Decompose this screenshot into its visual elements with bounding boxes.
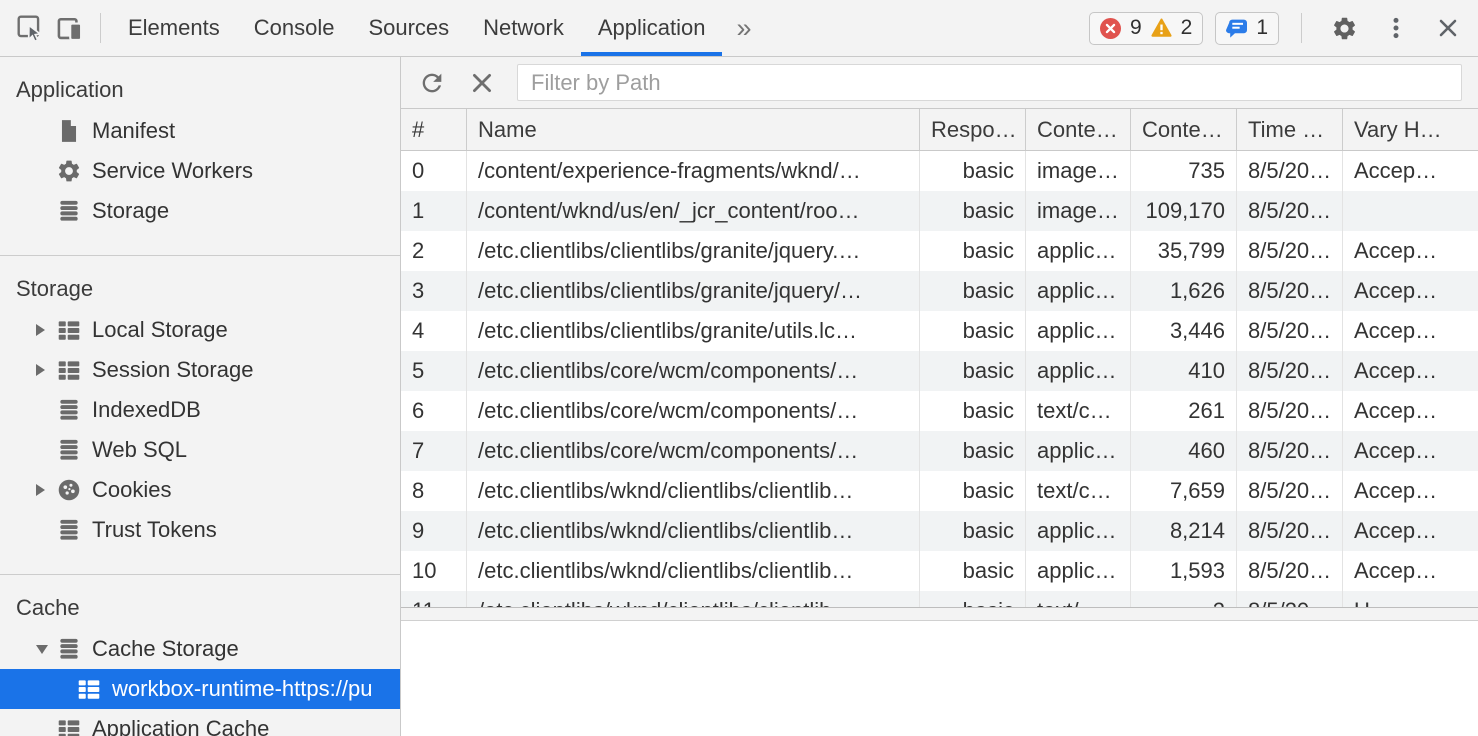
database-icon bbox=[56, 437, 82, 463]
filter-by-path-input[interactable] bbox=[517, 64, 1462, 101]
close-icon[interactable] bbox=[1428, 8, 1468, 48]
document-icon bbox=[56, 118, 82, 144]
database-icon bbox=[56, 517, 82, 543]
sidebar-item-cache-storage[interactable]: Cache Storage bbox=[0, 629, 400, 669]
sidebar-item-cookies[interactable]: Cookies bbox=[0, 470, 400, 510]
sidebar-item-label: workbox-runtime-https://pu bbox=[112, 676, 373, 701]
sidebar-item-label: Application Cache bbox=[92, 716, 270, 736]
message-icon bbox=[1226, 19, 1248, 38]
tab-application[interactable]: Application bbox=[580, 0, 723, 56]
warning-icon bbox=[1151, 18, 1172, 37]
chevron-right-icon[interactable] bbox=[36, 322, 56, 338]
sidebar-item-indexeddb[interactable]: IndexedDB bbox=[0, 390, 400, 430]
cache-entry-preview-pane bbox=[401, 621, 1478, 736]
col-header-name[interactable]: Name bbox=[467, 109, 920, 150]
table-icon bbox=[56, 716, 82, 736]
toolbar-divider bbox=[1301, 13, 1302, 43]
sidebar-item-service-workers[interactable]: Service Workers bbox=[0, 151, 400, 191]
table-row[interactable]: 5/etc.clientlibs/core/wcm/components/…ba… bbox=[401, 351, 1478, 391]
message-count: 1 bbox=[1256, 16, 1268, 39]
cache-filter-toolbar bbox=[401, 57, 1478, 109]
chevron-down-icon[interactable] bbox=[36, 641, 56, 657]
device-toolbar-icon[interactable] bbox=[50, 8, 90, 48]
table-row[interactable]: 11/etc.clientlibs/wknd/clientlibs/client… bbox=[401, 591, 1478, 607]
sidebar-section-storage: Storage Local Storage Session Storage bbox=[0, 255, 400, 574]
table-icon bbox=[76, 676, 102, 702]
error-icon bbox=[1099, 17, 1121, 39]
sidebar-section-cache: Cache Cache Storage workbox-runtime-http… bbox=[0, 574, 400, 736]
preview-splitter[interactable] bbox=[401, 607, 1478, 621]
sidebar-item-session-storage[interactable]: Session Storage bbox=[0, 350, 400, 390]
col-header-response-type[interactable]: Respo… bbox=[920, 109, 1026, 150]
col-header-content-length[interactable]: Conte… bbox=[1131, 109, 1237, 150]
more-tabs-icon[interactable]: » bbox=[736, 12, 752, 43]
table-row[interactable]: 10/etc.clientlibs/wknd/clientlibs/client… bbox=[401, 551, 1478, 591]
sidebar-item-web-sql[interactable]: Web SQL bbox=[0, 430, 400, 470]
table-row[interactable]: 2/etc.clientlibs/clientlibs/granite/jque… bbox=[401, 231, 1478, 271]
devtools-tabbar: Elements Console Sources Network Applica… bbox=[0, 0, 1478, 57]
cookie-icon bbox=[56, 477, 82, 503]
section-title: Storage bbox=[16, 276, 94, 301]
sidebar-item-label: Web SQL bbox=[92, 437, 187, 462]
table-row[interactable]: 3/etc.clientlibs/clientlibs/granite/jque… bbox=[401, 271, 1478, 311]
console-messages-badge[interactable]: 1 bbox=[1215, 11, 1279, 45]
chevron-right-icon[interactable] bbox=[36, 482, 56, 498]
sidebar-item-trust-tokens[interactable]: Trust Tokens bbox=[0, 510, 400, 550]
clear-icon[interactable] bbox=[467, 68, 497, 98]
database-icon bbox=[56, 636, 82, 662]
warning-count: 2 bbox=[1180, 16, 1193, 39]
console-issues-badge[interactable]: 9 2 bbox=[1088, 11, 1204, 45]
sidebar-item-label: Cache Storage bbox=[92, 636, 239, 661]
database-icon bbox=[56, 198, 82, 224]
table-row[interactable]: 4/etc.clientlibs/clientlibs/granite/util… bbox=[401, 311, 1478, 351]
col-header-content-type[interactable]: Conte… bbox=[1026, 109, 1131, 150]
table-row[interactable]: 1/content/wknd/us/en/_jcr_content/roo…ba… bbox=[401, 191, 1478, 231]
sidebar-item-workbox-runtime-cache[interactable]: workbox-runtime-https://pu bbox=[0, 669, 400, 709]
cache-table-body: 0/content/experience-fragments/wknd/…bas… bbox=[401, 151, 1478, 607]
error-count: 9 bbox=[1129, 16, 1142, 39]
sidebar-item-label: IndexedDB bbox=[92, 397, 201, 422]
cache-table-header: # Name Respo… Conte… Conte… Time … Vary … bbox=[401, 109, 1478, 151]
table-icon bbox=[56, 357, 82, 383]
sidebar-item-label: Storage bbox=[92, 198, 170, 223]
sidebar-item-label: Trust Tokens bbox=[92, 517, 217, 542]
inspect-cursor-icon[interactable] bbox=[10, 8, 50, 48]
chevron-right-icon[interactable] bbox=[36, 362, 56, 378]
section-title: Cache bbox=[16, 595, 80, 620]
sidebar-item-application-cache[interactable]: Application Cache bbox=[0, 709, 400, 736]
gear-icon bbox=[56, 158, 82, 184]
kebab-menu-icon[interactable] bbox=[1376, 8, 1416, 48]
sidebar-item-label: Session Storage bbox=[92, 357, 254, 382]
tab-sources[interactable]: Sources bbox=[368, 15, 450, 40]
tab-elements[interactable]: Elements bbox=[128, 15, 220, 40]
sidebar-item-storage[interactable]: Storage bbox=[0, 191, 400, 231]
sidebar-item-label: Service Workers bbox=[92, 158, 253, 183]
sidebar-item-local-storage[interactable]: Local Storage bbox=[0, 310, 400, 350]
sidebar-item-label: Local Storage bbox=[92, 317, 228, 342]
table-row[interactable]: 7/etc.clientlibs/core/wcm/components/…ba… bbox=[401, 431, 1478, 471]
table-row[interactable]: 9/etc.clientlibs/wknd/clientlibs/clientl… bbox=[401, 511, 1478, 551]
table-row[interactable]: 0/content/experience-fragments/wknd/…bas… bbox=[401, 151, 1478, 191]
sidebar-section-application: Application Manifest Service Workers bbox=[0, 57, 400, 255]
tab-network[interactable]: Network bbox=[483, 15, 564, 40]
toolbar-divider bbox=[100, 13, 101, 43]
table-row[interactable]: 8/etc.clientlibs/wknd/clientlibs/clientl… bbox=[401, 471, 1478, 511]
refresh-icon[interactable] bbox=[417, 68, 447, 98]
sidebar-item-label: Cookies bbox=[92, 477, 172, 502]
table-row[interactable]: 6/etc.clientlibs/core/wcm/components/…ba… bbox=[401, 391, 1478, 431]
gear-icon[interactable] bbox=[1324, 8, 1364, 48]
application-sidebar: Application Manifest Service Workers bbox=[0, 57, 401, 736]
tab-console[interactable]: Console bbox=[253, 15, 335, 40]
col-header-time-cached[interactable]: Time … bbox=[1237, 109, 1343, 150]
table-icon bbox=[56, 317, 82, 343]
sidebar-item-label: Manifest bbox=[92, 118, 176, 143]
col-header-index[interactable]: # bbox=[401, 109, 467, 150]
section-title: Application bbox=[16, 77, 124, 102]
col-header-vary-header[interactable]: Vary H… bbox=[1354, 116, 1442, 142]
cache-storage-panel: # Name Respo… Conte… Conte… Time … Vary … bbox=[401, 57, 1478, 736]
sidebar-item-manifest[interactable]: Manifest bbox=[0, 111, 400, 151]
database-icon bbox=[56, 397, 82, 423]
